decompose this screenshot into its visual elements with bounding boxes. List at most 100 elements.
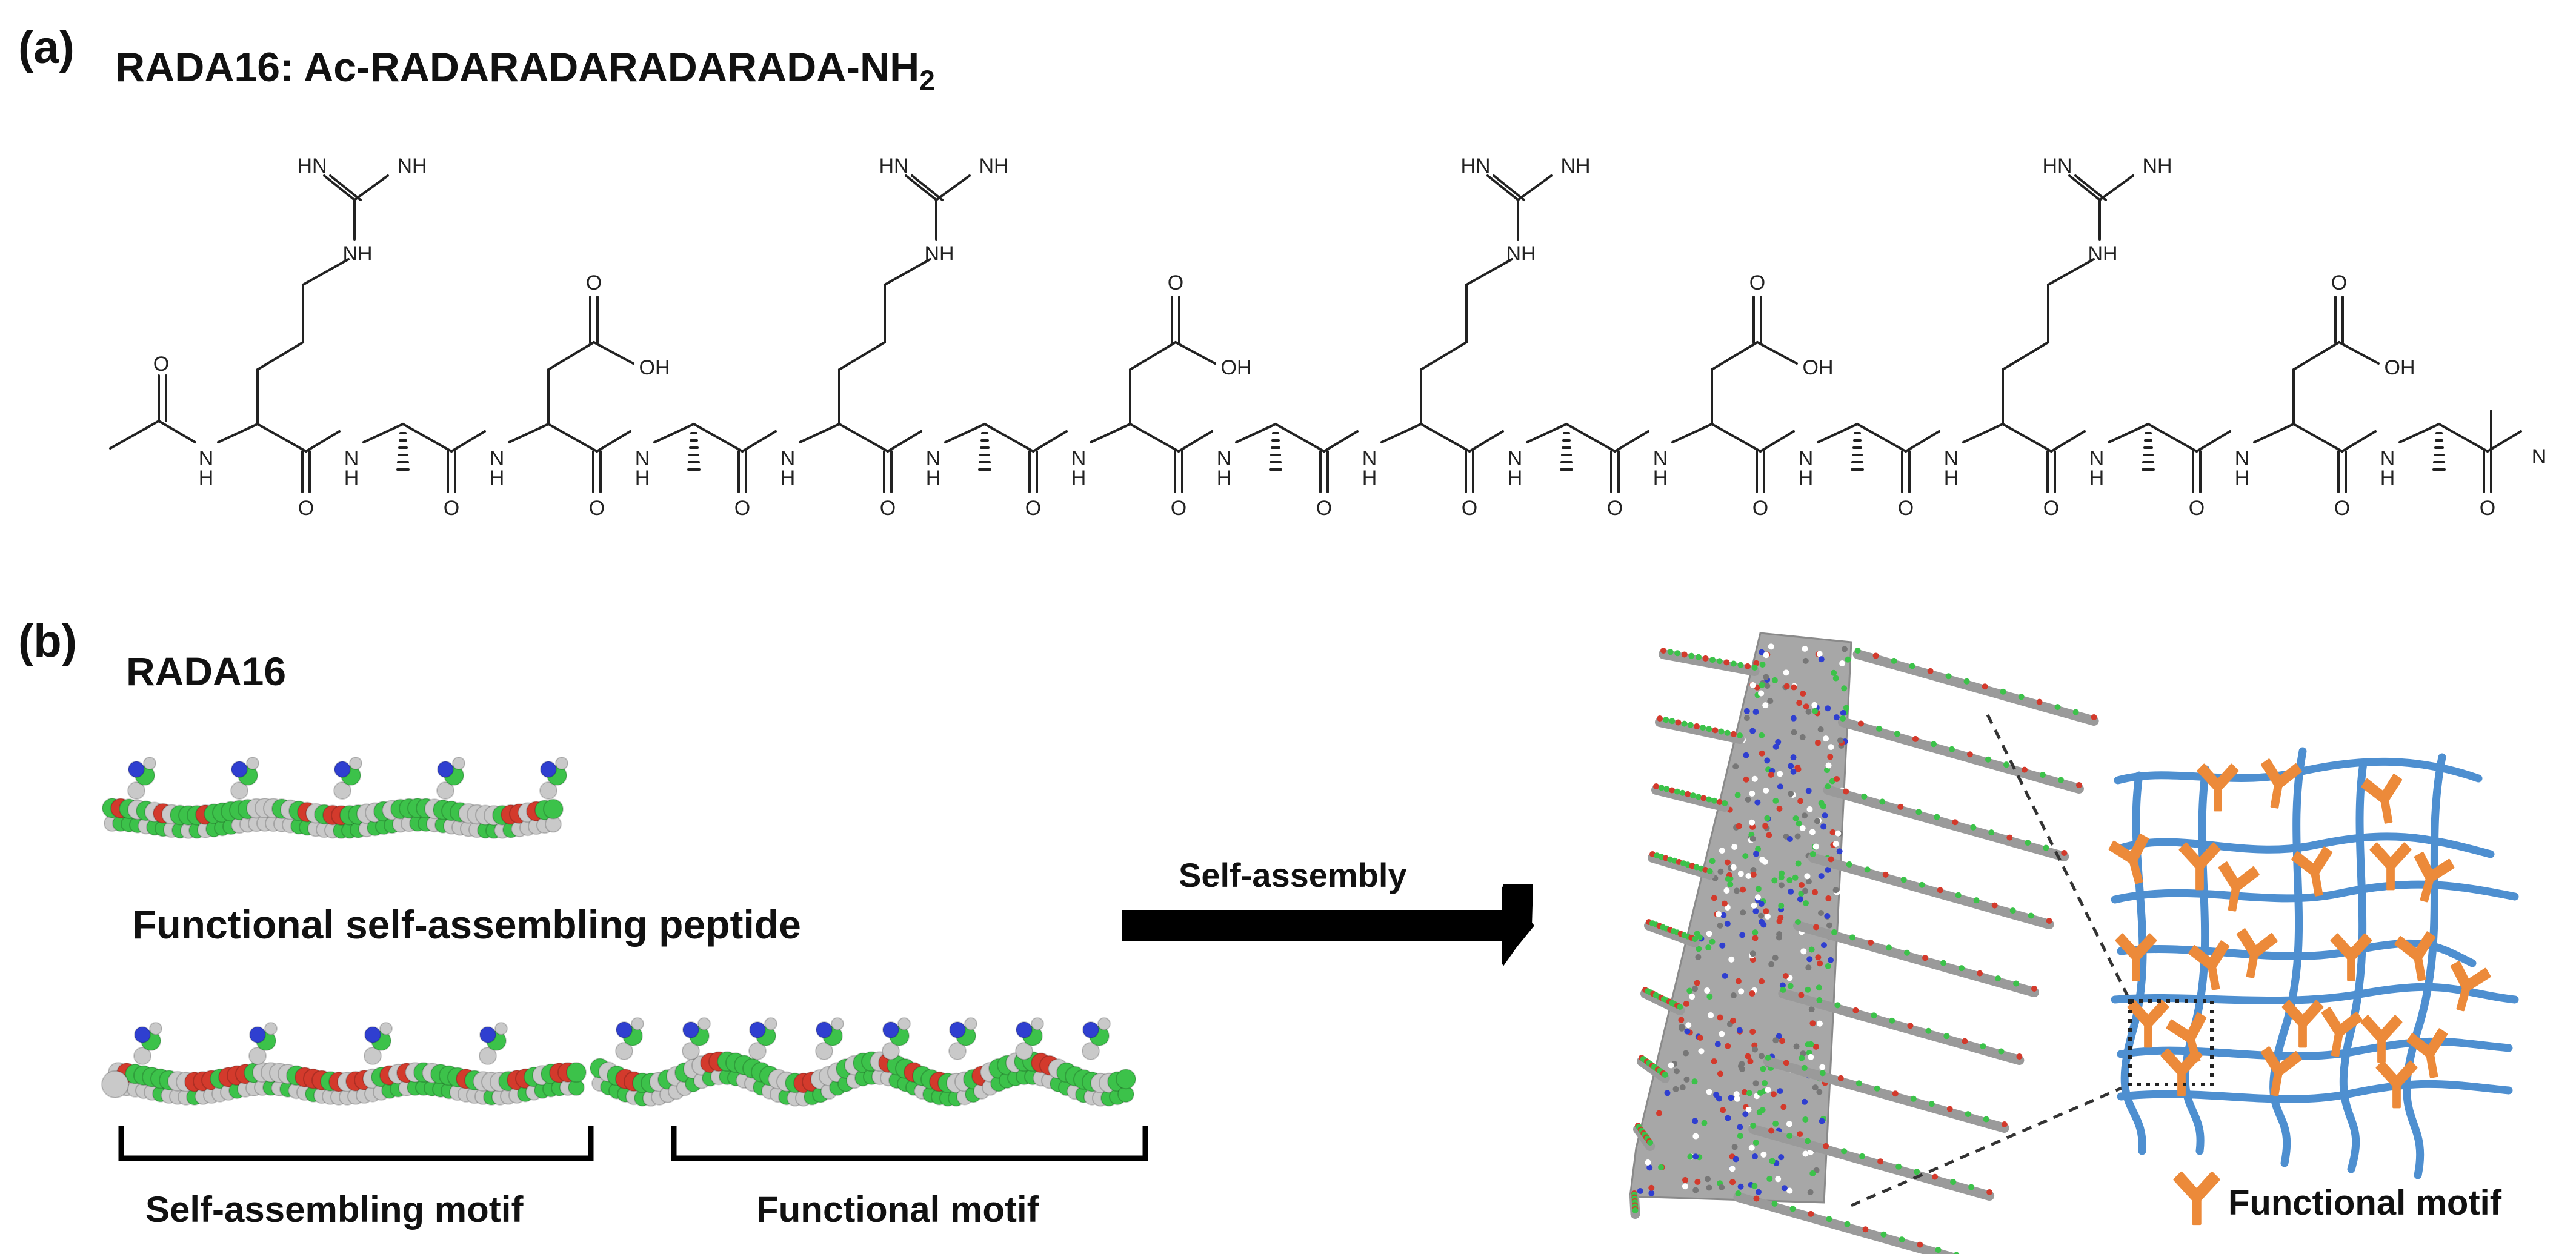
fiber-atom — [1674, 788, 1680, 795]
fiber-atom — [1889, 1017, 1895, 1024]
fiber-atom — [1807, 1189, 1814, 1196]
network-strand — [2117, 1037, 2513, 1061]
fiber-atom — [1709, 938, 1716, 945]
fiber-atom — [1775, 1176, 1782, 1183]
fiber-atom — [1817, 726, 1824, 732]
functional-motif — [2361, 774, 2403, 824]
fiber-atom — [1692, 1133, 1699, 1140]
atom-sphere — [615, 1042, 633, 1060]
atom-sphere — [566, 1062, 587, 1083]
fiber-atom — [1730, 731, 1737, 737]
fiber-atom — [1695, 794, 1702, 800]
atom-sphere — [539, 781, 557, 800]
atom-label: N — [199, 447, 214, 470]
fiber-atom — [1751, 902, 1757, 909]
fiber-atom — [1935, 1247, 1942, 1253]
fiber-atom — [1735, 1190, 1742, 1196]
fiber-atom — [1737, 1133, 1743, 1140]
atom-label: H — [2235, 466, 2250, 489]
atom-sphere — [631, 1017, 644, 1030]
fiber-atom — [1814, 740, 1821, 746]
fiber-atom — [1917, 1241, 1923, 1248]
fiber-atom — [1991, 902, 1998, 909]
fiber-atom — [1745, 796, 1751, 803]
fiber-atom — [1745, 1106, 1752, 1113]
fiber-arm — [1644, 921, 1700, 947]
fiber-atom — [1692, 936, 1699, 942]
fiber-atom — [1922, 955, 1929, 961]
residue-A: ON — [2398, 410, 2546, 520]
functional-motif — [2330, 933, 2372, 981]
nanofiber-assembly — [1629, 632, 2099, 1254]
fiber-atom — [1791, 729, 1797, 735]
fiber-atom — [2057, 777, 2064, 783]
fiber-arm — [1808, 853, 2054, 929]
fiber-atom — [1679, 1084, 1686, 1090]
fiber-atom — [1781, 1185, 1788, 1192]
atom-label: O — [1749, 271, 1765, 294]
fiber-atom — [1828, 856, 1834, 863]
fiber-atom — [1772, 954, 1779, 961]
atom-sphere — [1116, 1069, 1136, 1090]
functional-motif — [2260, 1046, 2302, 1096]
fiber-atom — [1776, 1033, 1782, 1040]
fiber-atom — [1928, 1101, 1935, 1107]
fiber-atom — [2031, 986, 2038, 992]
atom-sphere — [149, 1022, 162, 1035]
fiber-atom — [1826, 1216, 1832, 1222]
fiber-atom — [1752, 908, 1759, 915]
fiber-atom — [1723, 659, 1730, 666]
fiber-atom — [1749, 728, 1756, 734]
fiber-atom — [1759, 978, 1765, 984]
fiber-atom — [1966, 751, 1973, 758]
fiber-atom — [1684, 1028, 1691, 1035]
fiber-atom — [1668, 1062, 1674, 1069]
fiber-atom — [1818, 800, 1825, 806]
atom-sphere — [882, 1042, 900, 1060]
fiber-atom — [1731, 1144, 1738, 1150]
atom-label: O — [589, 497, 605, 520]
fiber-atom — [1800, 948, 1807, 955]
fiber-atom — [2013, 980, 2020, 987]
fiber-arm — [1793, 921, 2040, 997]
fiber-atom — [1808, 1006, 1815, 1013]
functional-motif — [2178, 842, 2221, 891]
fiber-arm — [1640, 989, 1685, 1015]
fiber-atom — [1759, 857, 1766, 863]
fiber-atom — [1930, 741, 1937, 748]
fiber-atom — [1819, 1118, 1825, 1124]
atom-sphere — [364, 1047, 382, 1065]
fiber-atom — [1775, 738, 1782, 745]
fiber-atom — [1794, 833, 1801, 840]
fiber-atom — [1790, 754, 1797, 761]
atom-sphere — [697, 1017, 711, 1030]
atom-label: N — [344, 447, 359, 470]
fiber-atom — [1743, 752, 1749, 758]
atom-label: O — [2043, 497, 2059, 520]
fiber-atom — [1940, 960, 1947, 966]
fiber-atom — [1759, 750, 1765, 757]
fiber-atom — [1983, 1116, 1989, 1123]
fiber-atom — [1886, 944, 1892, 951]
atom-label: NH — [2088, 242, 2117, 265]
fiber-atom — [1760, 1151, 1767, 1158]
fiber-atom — [1797, 798, 1804, 804]
fiber-atom — [1739, 932, 1746, 938]
fiber-atom — [1682, 1176, 1689, 1183]
fiber-arm — [1733, 1192, 1959, 1254]
fiber-atom — [1811, 702, 1818, 708]
fiber-atom — [1815, 954, 1822, 961]
fiber-atom — [1763, 674, 1769, 680]
fiber-atom — [1742, 853, 1749, 860]
fiber-atom — [1829, 829, 1836, 835]
fiber-atom — [1722, 900, 1728, 907]
fiber-atom — [1725, 1115, 1731, 1121]
fiber-atom — [1706, 994, 1713, 1000]
fiber-atom — [1705, 944, 1712, 951]
atom-sphere — [333, 781, 351, 800]
functional-motif-label: Functional motif — [756, 1189, 1039, 1230]
fiber-atom — [1759, 649, 1765, 655]
fiber-atom — [1805, 788, 1812, 794]
fiber-atom — [1669, 787, 1676, 794]
fiber-atom — [1798, 992, 1805, 998]
